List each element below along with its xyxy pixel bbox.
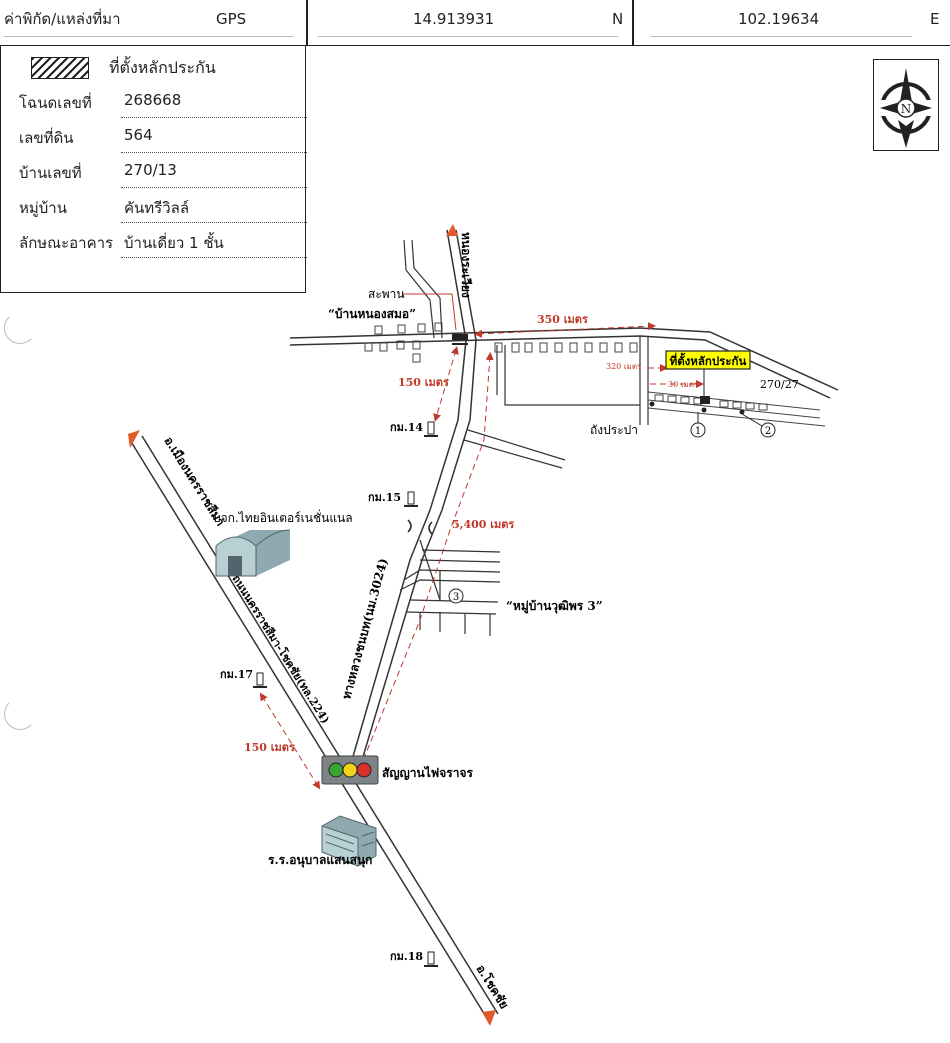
- dotted-line: [121, 152, 307, 153]
- km-post-icon: [253, 672, 267, 688]
- marker-dot: [701, 407, 707, 413]
- to-muang-label: อ.เมืองนครราชสีมา: [161, 434, 227, 528]
- legend-title: ที่ตั้งหลักประกัน: [109, 58, 216, 77]
- underline: [650, 36, 912, 37]
- marker-dot: [649, 401, 655, 407]
- road-west-branch: [403, 239, 443, 339]
- to-chokchai-label: อ.โชคชัย: [473, 962, 512, 1012]
- km-post-icon: [404, 491, 418, 507]
- legend-row: โฉนดเลขที่ 268668: [1, 83, 307, 118]
- distance-350-label: 350 เมตร: [537, 313, 588, 326]
- dotted-line: [121, 117, 307, 118]
- dotted-line: [121, 187, 307, 188]
- marker-dot: [739, 409, 745, 415]
- legend-label: ลักษณะอาคาร: [19, 234, 114, 252]
- legend-row: เลขที่ดิน 564: [1, 118, 307, 153]
- bridge-icon: [452, 334, 468, 345]
- km-post-icon: [424, 951, 438, 967]
- km15-label: กม.15: [368, 491, 401, 504]
- km-post-icon: [424, 421, 438, 437]
- latitude-dir: N: [612, 10, 624, 28]
- marker-1-icon: [690, 412, 706, 438]
- bridge-pointer: [402, 293, 457, 331]
- coord-source: GPS: [216, 10, 247, 28]
- km14-label: กม.14: [390, 421, 423, 434]
- road-break-mark: [407, 519, 433, 535]
- compass-rose-icon: N: [876, 68, 936, 148]
- distance-5400-label: 5,400 เมตร: [452, 518, 514, 531]
- distance-150-top-label: 150 เมตร: [398, 376, 449, 389]
- arrow-nongrawiang-icon: [446, 224, 458, 236]
- road-east-west: [289, 327, 839, 399]
- compass-box: N: [873, 59, 939, 151]
- marker-1-label: 1: [695, 426, 701, 437]
- bridge-label: สะพาน: [368, 287, 405, 301]
- arrow-to-chokchai-icon: [482, 1010, 496, 1026]
- legend-value: คันทรีวิลล์: [124, 199, 190, 217]
- km17-label: กม.17: [220, 668, 253, 681]
- header-divider: [632, 0, 634, 45]
- dotted-line: [121, 222, 307, 223]
- distance-320-label: 320 เมตร: [606, 362, 642, 371]
- collateral-label: ที่ตั้งหลักประกัน: [670, 352, 747, 368]
- arrow-to-muang-icon: [128, 430, 140, 448]
- school-building-icon: [321, 815, 377, 867]
- house-270-27-label: 270/27: [760, 378, 799, 391]
- header-divider: [306, 0, 308, 45]
- road-nongrawiang-label: หนองระเวียง: [459, 232, 473, 298]
- underline: [4, 36, 294, 37]
- legend-label: โฉนดเลขที่: [19, 94, 92, 112]
- legend-label: บ้านเลขที่: [19, 164, 82, 182]
- wutiphon-grid: [399, 539, 501, 636]
- legend-row: หมู่บ้าน คันทรีวิลล์: [1, 188, 307, 223]
- legend-value: 268668: [124, 91, 182, 109]
- collateral-highlight-box: [665, 350, 751, 370]
- legend-row: บ้านเลขที่ 270/13: [1, 153, 307, 188]
- legend-title-row: ที่ตั้งหลักประกัน: [1, 48, 307, 83]
- distance-lines: [259, 322, 704, 790]
- longitude-value: 102.19634: [738, 10, 820, 28]
- legend-value: 270/13: [124, 161, 177, 179]
- hatch-swatch: [31, 57, 89, 79]
- compass-north-label: N: [901, 102, 912, 116]
- coord-label: ค่าพิกัด/แหล่งที่มา: [4, 10, 121, 28]
- school-label: ร.ร.อนุบาลแสนสนุก: [268, 853, 372, 868]
- village-wutiphon-label: “หมู่บ้านวุฒิพร 3”: [506, 599, 603, 614]
- legend-label: เลขที่ดิน: [19, 129, 74, 147]
- longitude-dir: E: [930, 10, 940, 28]
- distance-30-label: 30 เมตร: [668, 380, 699, 389]
- village-nongsamo-label: “บ้านหนองสมอ”: [328, 307, 416, 321]
- legend-box: ที่ตั้งหลักประกัน โฉนดเลขที่ 268668 เลขท…: [0, 46, 307, 293]
- marker-3-icon: [448, 588, 464, 604]
- legend-row: ลักษณะอาคาร บ้านเดี่ยว 1 ชั้น: [1, 223, 307, 258]
- collateral-location-marker: [700, 396, 710, 404]
- road-3024-label: ทางหลวงชนบท(นม.3024): [339, 557, 390, 701]
- traffic-light-label: สัญญานไฟจราจร: [382, 765, 473, 780]
- road-east-branch: [463, 336, 649, 469]
- distance-150-bottom-label: 150 เมตร: [244, 741, 295, 754]
- coordinate-header: ค่าพิกัด/แหล่งที่มา GPS 14.913931 N 102.…: [0, 0, 950, 46]
- km18-label: กม.18: [390, 950, 423, 963]
- marker-3-label: 3: [453, 592, 459, 603]
- dotted-line: [121, 257, 307, 258]
- water-tank-label: ถังประปา: [590, 423, 638, 437]
- road-224-label: ถนนนครราชสีมา-โชคชัย(ทล.224): [229, 572, 332, 726]
- latitude-value: 14.913931: [413, 10, 495, 28]
- marker-2-icon: [741, 413, 776, 438]
- warehouse-icon: [215, 529, 291, 577]
- punch-hole: [4, 698, 36, 730]
- underline: [318, 36, 618, 37]
- company-label: บจก.ไทยอินเตอร์เนชั่นแนล: [213, 509, 353, 525]
- village-grid: [647, 391, 826, 427]
- legend-label: หมู่บ้าน: [19, 199, 67, 217]
- legend-value: บ้านเดี่ยว 1 ชั้น: [124, 234, 224, 252]
- traffic-light-icon: [321, 755, 379, 785]
- legend-value: 564: [124, 126, 153, 144]
- marker-2-label: 2: [765, 426, 771, 437]
- punch-hole: [4, 312, 36, 344]
